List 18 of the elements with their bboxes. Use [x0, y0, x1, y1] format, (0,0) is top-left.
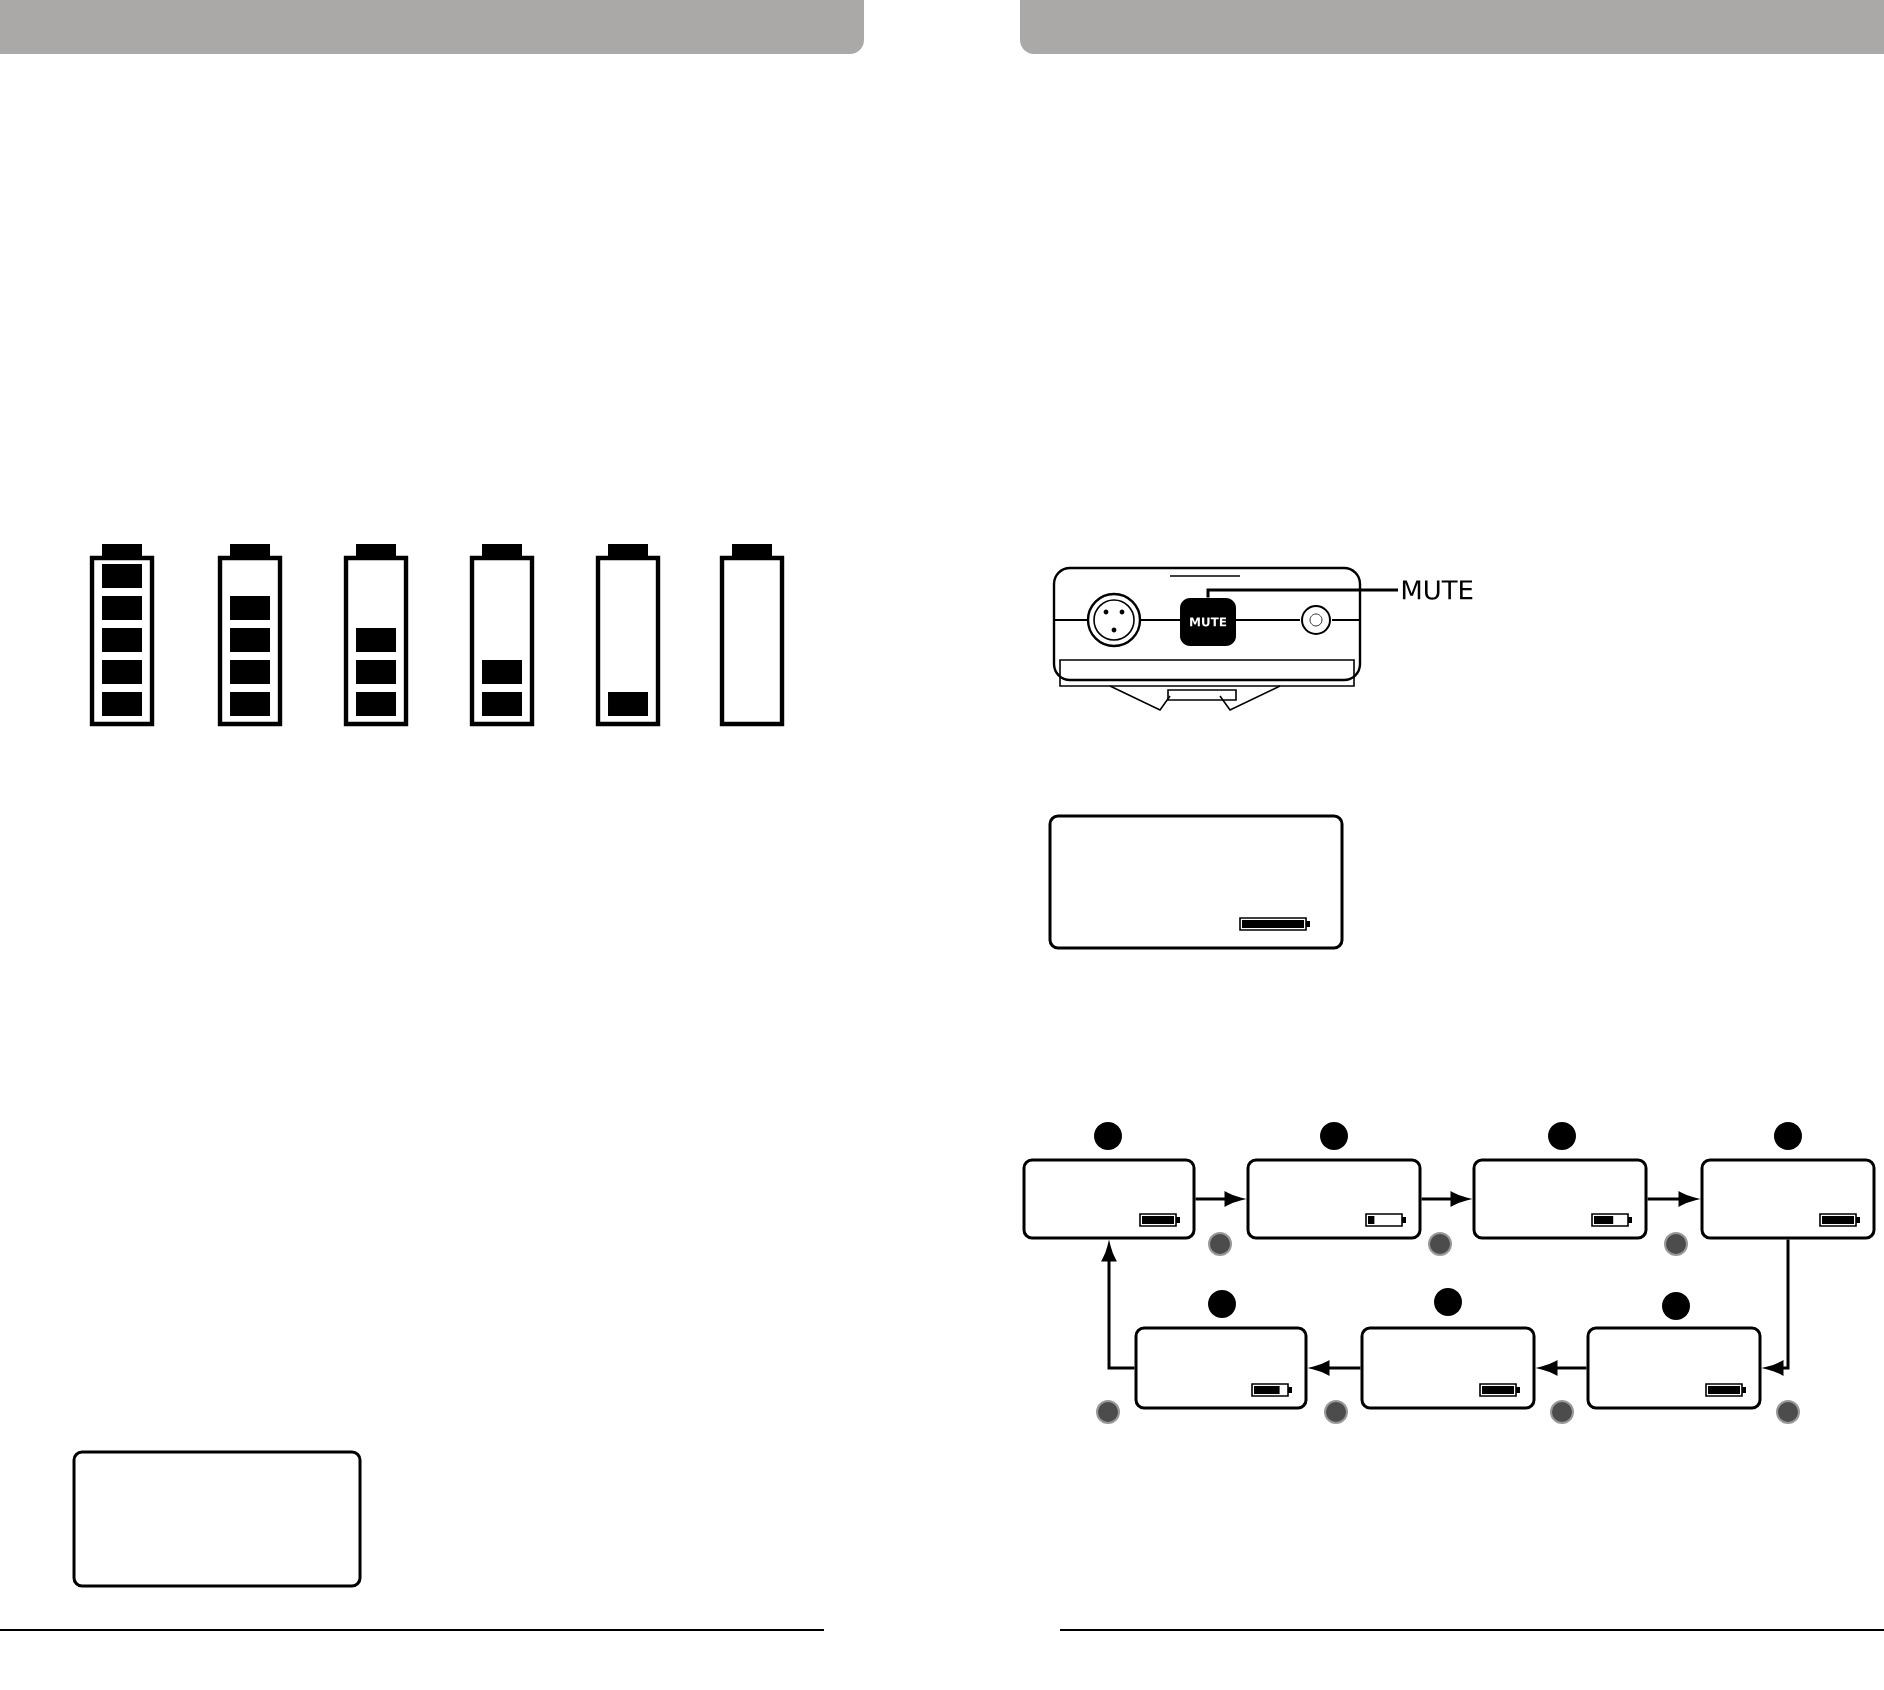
lcd-display	[1586, 1326, 1762, 1410]
lcd-display	[1246, 1158, 1422, 1240]
lcd-display	[1048, 814, 1344, 950]
arrow	[1102, 1244, 1135, 1370]
arrow	[1312, 1361, 1361, 1375]
arrow	[1195, 1192, 1242, 1206]
lcd-display	[1700, 1158, 1876, 1240]
arrow	[1766, 1239, 1790, 1375]
lcd-display	[72, 1450, 362, 1588]
leader-line	[1206, 588, 1398, 598]
lcd-display	[1472, 1158, 1648, 1240]
lcd-display	[1022, 1158, 1196, 1240]
lcd-display	[1134, 1326, 1308, 1410]
callout-label: MUTE	[1402, 580, 1473, 600]
arrow	[1421, 1192, 1468, 1206]
arrow	[1540, 1361, 1587, 1375]
arrow	[1647, 1192, 1696, 1206]
lcd-display	[1360, 1326, 1536, 1410]
